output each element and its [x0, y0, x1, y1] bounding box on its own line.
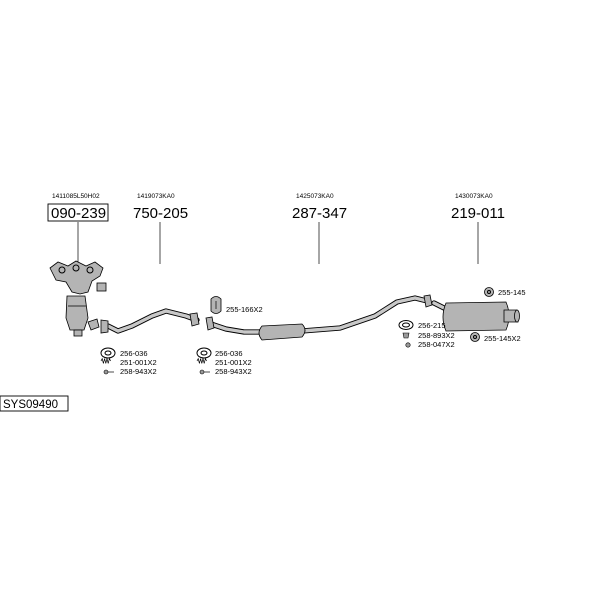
- catalytic-converter: [65, 295, 89, 331]
- gasket-icon[interactable]: [398, 320, 414, 330]
- oe-number-2: 1419073KA0: [137, 193, 175, 200]
- system-id-box: [0, 395, 69, 412]
- hw-label[interactable]: 256-215: [418, 321, 446, 330]
- middle-pipe-rear-fill: [300, 296, 429, 333]
- part-number-2[interactable]: 750-205: [133, 205, 188, 222]
- front-pipe-flange: [100, 319, 109, 334]
- manifold-body: [49, 260, 104, 295]
- gasket-inner: [402, 322, 410, 328]
- hw-label[interactable]: 256-036: [120, 349, 148, 358]
- rubber-mount-icon[interactable]: [470, 332, 480, 342]
- hw-label[interactable]: 255-145X2: [484, 334, 521, 343]
- catalyst-flange: [87, 318, 100, 331]
- gasket-icon[interactable]: [196, 347, 212, 359]
- centre-silencer: [258, 323, 306, 341]
- manifold-port: [86, 266, 94, 274]
- gasket-inner: [104, 350, 112, 356]
- part-number-box-1[interactable]: [47, 203, 109, 222]
- oe-number-3: 1425073KA0: [296, 193, 334, 200]
- rear-silencer-part[interactable]: [431, 300, 520, 332]
- front-pipe-part[interactable]: [100, 308, 200, 334]
- system-id: SYS09490: [3, 399, 58, 411]
- rubber-mount-hole: [487, 290, 491, 294]
- hw-label[interactable]: 256-036: [215, 349, 243, 358]
- rubber-mount-hole: [473, 335, 477, 339]
- rubber-mount-icon[interactable]: [484, 287, 494, 297]
- middle-pipe-rear-outline: [299, 295, 430, 334]
- hw-label[interactable]: 255-166X2: [226, 305, 263, 314]
- part-number-3[interactable]: 287-347: [292, 205, 347, 222]
- middle-pipe-flange: [205, 316, 215, 331]
- rear-silencer-box: [442, 301, 510, 332]
- manifold-bracket: [96, 282, 107, 292]
- hw-label[interactable]: 258-943X2: [215, 367, 252, 376]
- bolt-icon: [405, 342, 411, 348]
- part-number-4[interactable]: 219-011: [451, 205, 505, 222]
- hw-label[interactable]: 258-047X2: [418, 340, 455, 349]
- tail-pipe-end: [514, 309, 520, 323]
- part-number-1[interactable]: 090-239: [51, 205, 106, 222]
- manifold-catalyst-part[interactable]: [49, 260, 107, 337]
- spring-icon: [196, 357, 207, 364]
- spring-icon: [100, 357, 111, 364]
- oe-number-1: 1411085L50H02: [52, 193, 100, 200]
- hw-label[interactable]: 258-943X2: [120, 367, 157, 376]
- gasket-icon[interactable]: [100, 347, 116, 359]
- bolt-icon: [199, 369, 205, 375]
- middle-pipe-flange-rear: [423, 294, 433, 308]
- bolt-icon: [103, 369, 109, 375]
- hw-label[interactable]: 251-001X2: [215, 358, 252, 367]
- hw-label[interactable]: 258-893X2: [418, 331, 455, 340]
- front-pipe-fill: [106, 309, 199, 333]
- front-pipe-flange-rear: [189, 312, 200, 327]
- middle-pipe-front-fill: [209, 322, 264, 334]
- middle-section-part[interactable]: [205, 294, 433, 341]
- catalyst-outlet: [73, 329, 83, 337]
- hw-label[interactable]: 251-001X2: [120, 358, 157, 367]
- manifold-port: [58, 266, 66, 274]
- hw-label[interactable]: 255-145: [498, 288, 526, 297]
- oe-number-4: 1430073KA0: [455, 193, 493, 200]
- clamp-icon: [402, 332, 410, 339]
- gasket-inner: [200, 350, 208, 356]
- manifold-port: [72, 264, 80, 272]
